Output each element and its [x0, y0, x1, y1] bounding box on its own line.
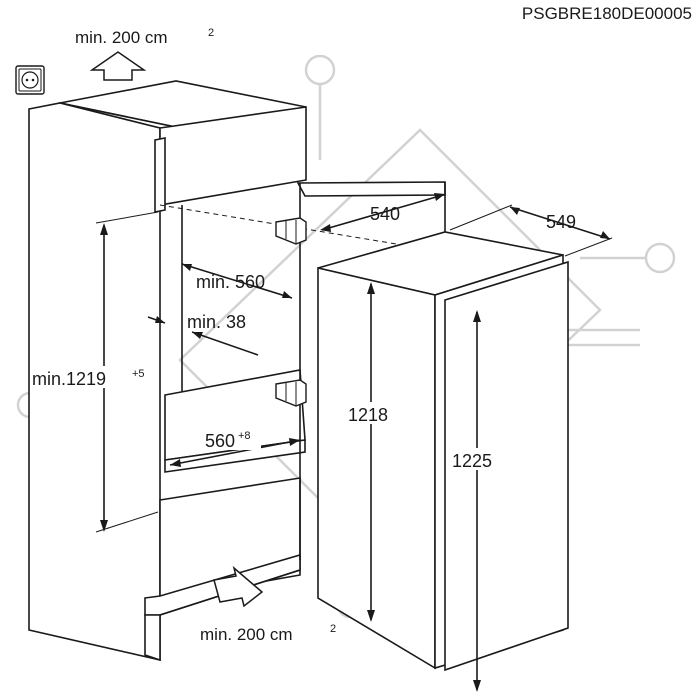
- arrow-up-icon: [89, 51, 147, 81]
- bottom-vent-label: min. 200 cm: [200, 625, 293, 644]
- dim-niche-height-label: min.1219: [32, 369, 106, 389]
- dim-niche-height-sup: +5: [132, 368, 145, 380]
- dim-560-label: 560: [205, 431, 235, 451]
- dim-1225-label: 1225: [452, 451, 492, 471]
- door-hinge-icon: [275, 379, 307, 407]
- dim-min-560-label: min. 560: [196, 272, 265, 292]
- top-vent-label-sup: 2: [208, 27, 214, 39]
- dim-1218-label: 1218: [348, 405, 388, 425]
- dim-1225: 1225: [450, 310, 502, 692]
- drawing-code: PSGBRE180DE00005: [522, 4, 692, 23]
- door-hinge-icon: [275, 217, 307, 245]
- dim-niche-height: min.1219 +5: [30, 211, 159, 533]
- dim-549-label: 549: [546, 212, 576, 232]
- dim-549: 549: [449, 204, 613, 257]
- dim-1218: 1218: [346, 282, 398, 622]
- dim-min-560: min. 560: [181, 263, 293, 299]
- power-socket-icon: [15, 65, 45, 95]
- dim-540-label: 540: [370, 204, 400, 224]
- dim-min-38: min. 38: [147, 312, 259, 356]
- bottom-vent-label-sup: 2: [330, 623, 336, 635]
- dim-560: 560 +8: [169, 428, 301, 467]
- appliance: [317, 231, 569, 672]
- dim-min-38-label: min. 38: [187, 312, 246, 332]
- dim-540: 540: [320, 193, 445, 232]
- top-vent-label: min. 200 cm: [75, 28, 168, 47]
- arrow-right-icon: [213, 565, 264, 608]
- dim-560-sup: +8: [238, 430, 251, 442]
